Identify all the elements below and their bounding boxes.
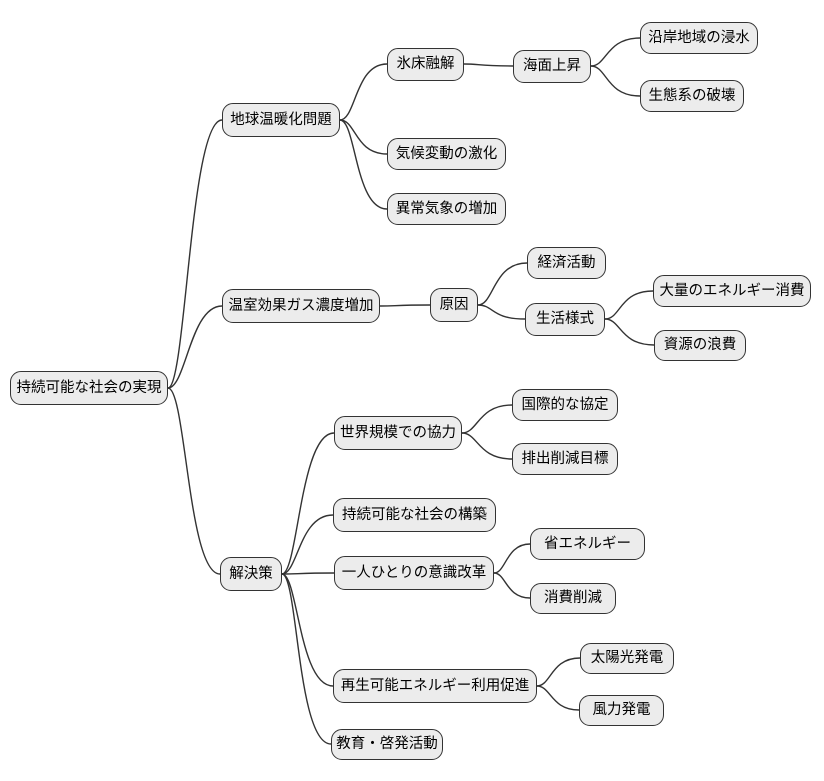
edge-cooperation-agreements — [461, 404, 513, 434]
node-sustainable-society-building: 持続可能な社会の構築 — [333, 498, 496, 532]
edge-cause-lifestyle — [477, 304, 526, 320]
node-sea-level-rise: 海面上昇 — [513, 50, 591, 83]
node-ice-sheet-melting: 氷床融解 — [387, 48, 464, 81]
edge-cause-economic — [477, 262, 528, 306]
edge-warming-climate-change — [339, 119, 388, 155]
edge-cooperation-targets — [461, 432, 513, 460]
node-energy-saving: 省エネルギー — [530, 528, 645, 560]
edge-solutions-education — [281, 573, 332, 745]
node-individual-awareness-reform: 一人ひとりの意識改革 — [334, 556, 494, 590]
edge-warming-extreme-weather — [339, 119, 388, 210]
edge-solutions-cooperation — [281, 432, 335, 575]
edge-solutions-society-building — [281, 514, 334, 575]
node-mass-energy-consumption: 大量のエネルギー消費 — [653, 275, 811, 307]
edge-awareness-energy-saving — [493, 543, 531, 574]
node-renewable-energy-promotion: 再生可能エネルギー利用促進 — [333, 669, 537, 703]
edge-sea-level-coastal — [590, 37, 641, 67]
node-sustainable-society-root: 持続可能な社会の実現 — [10, 371, 168, 405]
node-consumption-reduction: 消費削減 — [530, 583, 616, 614]
node-international-agreements: 国際的な協定 — [512, 389, 618, 421]
node-climate-change-intensification: 気候変動の激化 — [387, 138, 506, 170]
edge-solutions-awareness — [281, 572, 335, 575]
node-wind-power: 風力発電 — [579, 695, 664, 726]
edge-warming-ice-sheet — [339, 63, 388, 121]
node-global-warming-problem: 地球温暖化問題 — [222, 103, 340, 137]
edge-renewable-solar — [536, 657, 581, 687]
node-economic-activity: 経済活動 — [527, 247, 606, 279]
node-resource-waste: 資源の浪費 — [654, 330, 746, 361]
edge-sea-level-ecosystem — [590, 65, 641, 97]
node-emission-reduction-targets: 排出削減目標 — [512, 443, 618, 475]
edge-greenhouse-cause — [379, 304, 431, 307]
edge-solutions-renewable — [281, 573, 334, 687]
node-solar-power: 太陽光発電 — [580, 643, 674, 674]
edge-ice-sheet-sea-level — [463, 63, 514, 67]
node-coastal-flooding: 沿岸地域の浸水 — [640, 22, 758, 54]
edge-root-solutions — [167, 387, 221, 575]
node-lifestyle: 生活様式 — [525, 303, 605, 336]
edge-lifestyle-resource-waste — [604, 318, 655, 346]
node-global-cooperation: 世界規模での協力 — [334, 416, 462, 450]
edge-awareness-consumption-reduction — [493, 572, 531, 599]
node-extreme-weather-increase: 異常気象の増加 — [387, 193, 506, 225]
node-ecosystem-destruction: 生態系の破壊 — [640, 80, 744, 112]
edge-root-greenhouse-gas — [167, 305, 223, 389]
edge-lifestyle-energy-consumption — [604, 290, 654, 320]
node-cause: 原因 — [430, 288, 478, 322]
node-greenhouse-gas-increase: 温室効果ガス濃度増加 — [222, 289, 380, 323]
node-education-awareness: 教育・啓発活動 — [331, 729, 443, 760]
edge-renewable-wind — [536, 685, 580, 711]
edge-root-global-warming — [167, 119, 223, 389]
node-solutions: 解決策 — [220, 557, 282, 591]
